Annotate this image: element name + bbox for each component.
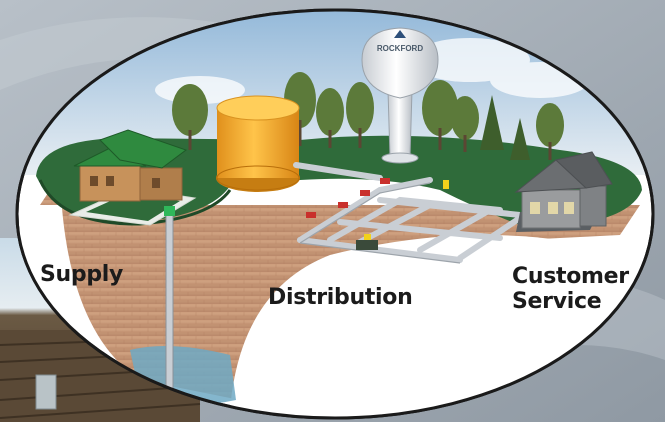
customer-house bbox=[514, 151, 613, 232]
supply-label: Supply bbox=[40, 262, 124, 287]
grass-surface bbox=[36, 135, 642, 226]
customer-service-label: Customer Service bbox=[512, 264, 629, 315]
storage-tank bbox=[216, 95, 300, 192]
well-head bbox=[164, 206, 175, 216]
customer-label-line1: Customer bbox=[512, 264, 629, 289]
valves bbox=[306, 178, 390, 218]
distribution-pipes bbox=[293, 162, 523, 263]
field-photo-inset bbox=[0, 238, 201, 422]
pipe-shading bbox=[299, 182, 461, 264]
scene-oval-border bbox=[15, 8, 655, 420]
customer-label-line2: Service bbox=[512, 289, 602, 315]
tree-row bbox=[172, 72, 564, 160]
water-tower-lettering: ROCKFORD bbox=[376, 44, 424, 53]
valve-vault bbox=[356, 240, 378, 250]
soil-cross-section bbox=[40, 175, 640, 400]
well-house bbox=[68, 129, 197, 226]
distribution-label: Distribution bbox=[268, 285, 413, 310]
water-tower bbox=[361, 27, 439, 164]
well-casing bbox=[165, 211, 174, 391]
